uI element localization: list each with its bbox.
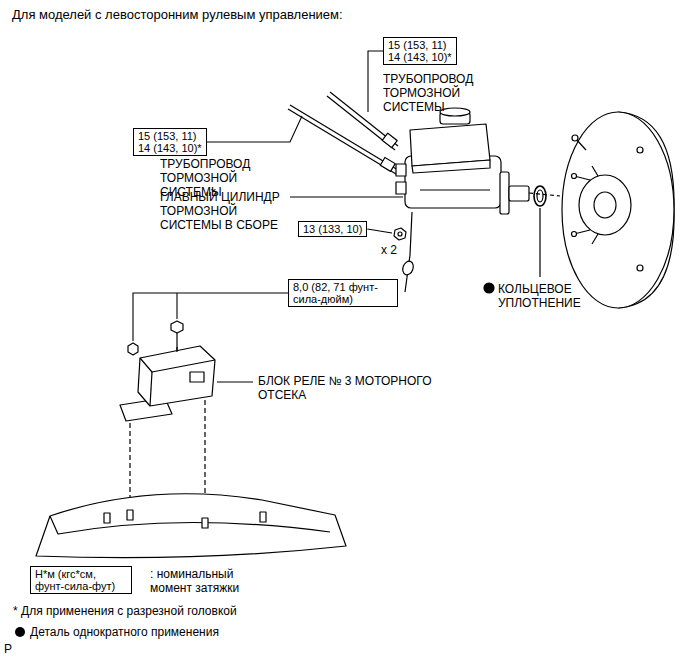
part-name: БЛОК РЕЛЕ № 3 МОТОРНОГО ОТСЕКА [258, 374, 463, 402]
legend-note: : номинальный момент затяжки [150, 567, 255, 595]
leader-line [133, 293, 288, 341]
brake-pipe [288, 92, 398, 174]
brake-booster [562, 112, 674, 308]
footnote: * Для применения с разрезной головкой [13, 604, 237, 618]
legend-dot [15, 627, 25, 637]
torque-box: 15 (153, 11)14 (143, 10)* [133, 128, 207, 156]
torque-value: 15 (153, 11) [388, 39, 452, 51]
part-name: КОЛЬЦЕВОЕ УПЛОТНЕНИЕ [498, 282, 593, 310]
body-panel [36, 494, 346, 558]
relay-block [120, 321, 215, 421]
torque-value: 14 (143, 10)* [138, 142, 202, 154]
leader-line [207, 116, 302, 142]
legend-symbol [13, 626, 27, 638]
master-cylinder [396, 108, 560, 214]
leader-line [176, 293, 177, 319]
legend-unit-box: Н*м (кгс*см, фунт-сила-фут) [30, 566, 132, 594]
heading: Для моделей с левосторонним рулевым упра… [12, 7, 343, 23]
o-ring [534, 186, 546, 206]
part-name: ТРУБОПРОВОД ТОРМОЗНОЙ СИСТЕМЫ [383, 72, 518, 114]
torque-box: 8,0 (82, 71 фунт-сила-дюйм) [288, 279, 398, 307]
torque-value: 8,0 (82, 71 фунт-сила-дюйм) [293, 281, 393, 305]
legend-text: Деталь однократного применения [30, 625, 219, 639]
torque-value: 14 (143, 10)* [388, 51, 452, 63]
figure-code: P [4, 642, 12, 656]
torque-value: 15 (153, 11) [138, 130, 202, 142]
leader-line [368, 51, 383, 112]
nut [394, 228, 406, 240]
legend-entry: Деталь однократного применения [13, 625, 219, 639]
leader-line [367, 229, 392, 233]
torque-value: Н*м (кгс*см, фунт-сила-фут) [35, 568, 127, 592]
part-name: ГЛАВНЫЙ ЦИЛИНДР ТОРМОЗНОЙ СИСТЕМЫ В СБОР… [160, 190, 285, 232]
torque-value: 13 (133, 10) [303, 223, 362, 235]
quantity: x 2 [381, 243, 397, 257]
wire-connector [401, 212, 415, 292]
torque-box: 13 (133, 10) [298, 221, 367, 237]
one-time-use-dot [484, 283, 494, 293]
torque-box: 15 (153, 11)14 (143, 10)* [383, 37, 457, 65]
